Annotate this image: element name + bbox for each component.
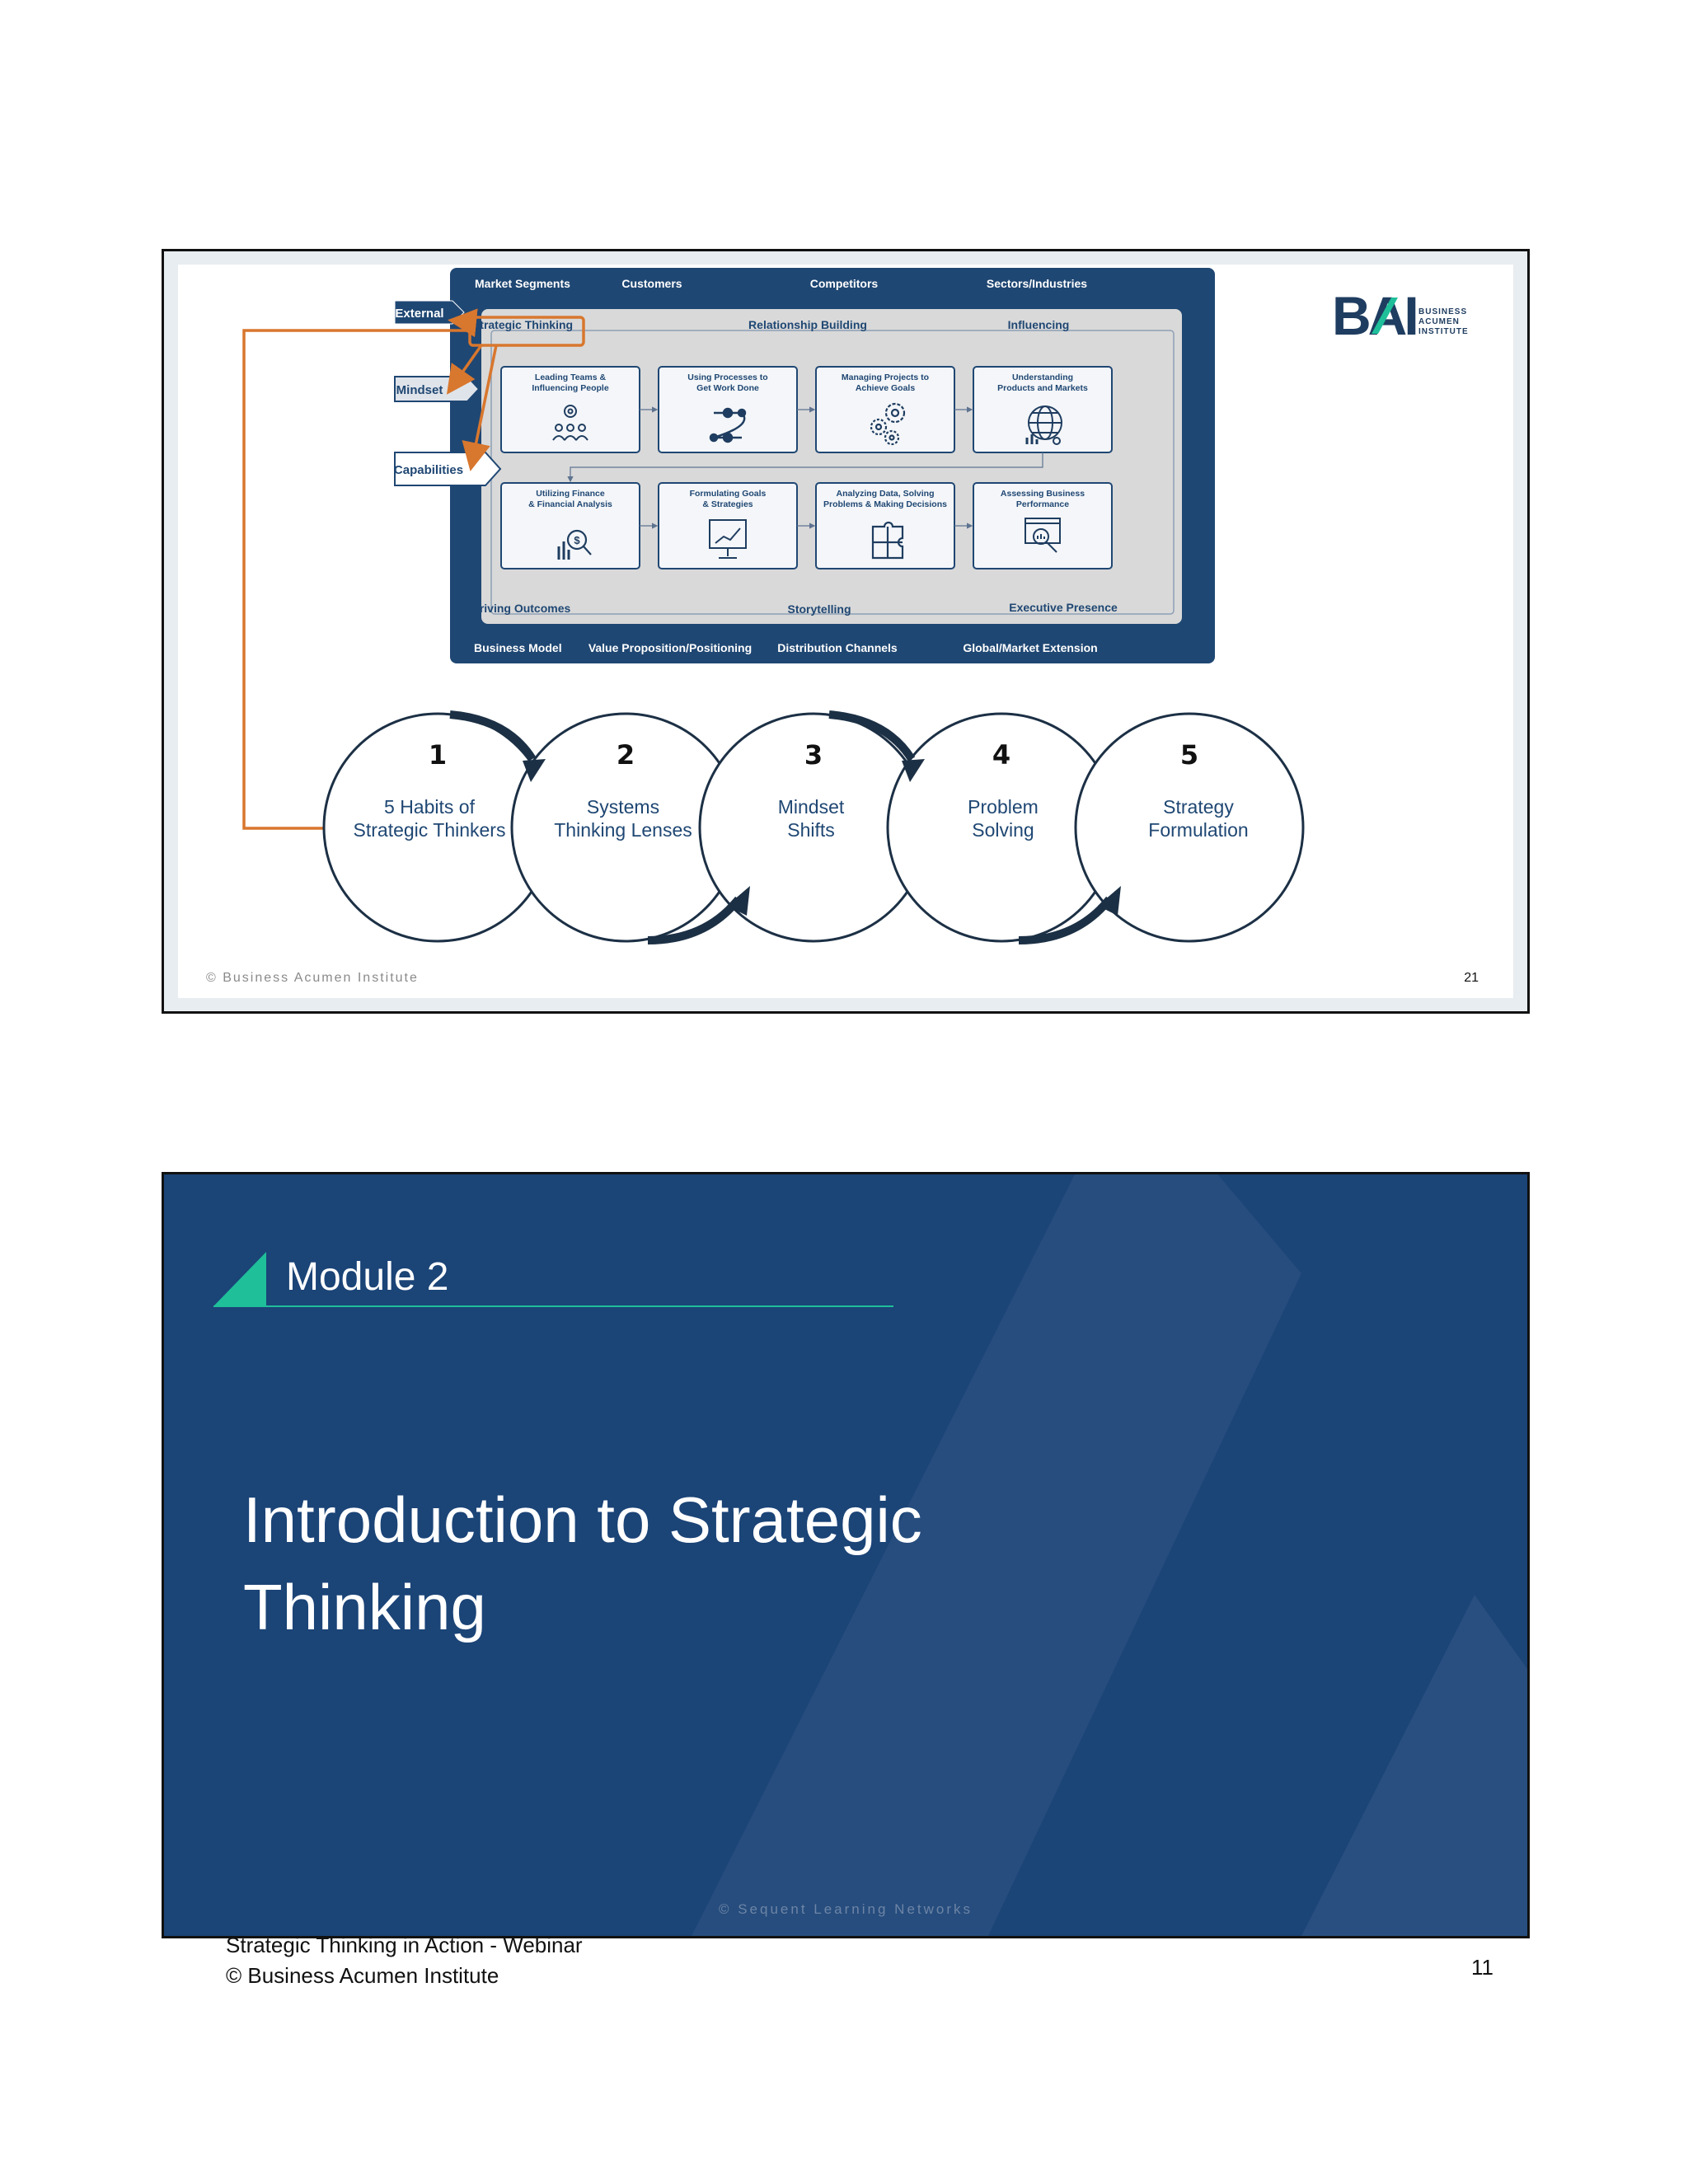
curve-arrow-3 bbox=[828, 710, 916, 762]
external-label-market-segments: Market Segments bbox=[475, 277, 570, 290]
mindset-label-relationship-building: Relationship Building bbox=[748, 318, 867, 331]
step-label-3-line1: Mindset bbox=[778, 796, 845, 818]
module-title-slide: Module 2 Introduction to Strategic Think… bbox=[213, 1174, 1527, 1936]
mindset-panel bbox=[481, 309, 1182, 624]
svg-text:& Strategies: & Strategies bbox=[702, 499, 753, 509]
capability-box-using-processes: Using Processes to Get Work Done bbox=[658, 366, 798, 453]
svg-text:Influencing People: Influencing People bbox=[532, 383, 609, 393]
svg-text:ACUMEN: ACUMEN bbox=[1418, 317, 1460, 326]
globe-market-icon bbox=[1025, 405, 1062, 445]
mindset-label-influencing: Influencing bbox=[1008, 318, 1070, 331]
bai-logo-letters: BAI bbox=[1332, 285, 1416, 346]
external-label-global: Global/Market Extension bbox=[963, 641, 1097, 654]
side-label-capabilities: Capabilities bbox=[394, 452, 502, 486]
external-label-value-proposition: Value Proposition/Positioning bbox=[588, 641, 752, 654]
step-number-5: 5 bbox=[1180, 739, 1198, 771]
svg-text:Problems & Making Decisions: Problems & Making Decisions bbox=[823, 499, 947, 509]
svg-text:Formulating Goals: Formulating Goals bbox=[690, 489, 767, 499]
svg-text:$: $ bbox=[574, 534, 580, 546]
orange-highlight-arrows bbox=[242, 308, 585, 843]
performance-magnifier-icon bbox=[1025, 518, 1061, 553]
mindset-label-executive-presence: Executive Presence bbox=[1009, 601, 1118, 614]
mindset-label-strategic-thinking: Strategic Thinking bbox=[472, 318, 573, 331]
capability-box-formulating-goals: Formulating Goals & Strategies bbox=[658, 482, 798, 569]
step-label-1-line2: Strategic Thinkers bbox=[354, 819, 506, 841]
svg-text:BUSINESS: BUSINESS bbox=[1418, 307, 1467, 316]
mindset-label-storytelling: Storytelling bbox=[787, 602, 851, 616]
curve-arrow-4 bbox=[1018, 896, 1113, 944]
step-number-3: 3 bbox=[804, 739, 823, 771]
svg-text:Capabilities: Capabilities bbox=[394, 463, 463, 477]
svg-text:Understanding: Understanding bbox=[1012, 373, 1073, 382]
capability-box-managing-projects: Managing Projects to Achieve Goals bbox=[815, 366, 955, 453]
side-label-external: External bbox=[394, 300, 465, 325]
step-label-2-line2: Thinking Lenses bbox=[554, 819, 692, 841]
svg-text:Analyzing Data, Solving: Analyzing Data, Solving bbox=[836, 489, 934, 499]
svg-text:Using Processes to: Using Processes to bbox=[687, 373, 767, 382]
slide-watermark: © Sequent Learning Networks bbox=[719, 1901, 973, 1917]
steps-circles bbox=[322, 710, 1305, 944]
capability-box-utilizing-finance: Utilizing Finance & Financial Analysis $ bbox=[500, 482, 640, 569]
decor-chevron-2 bbox=[1301, 1595, 1527, 1936]
curve-arrow-1 bbox=[449, 710, 537, 762]
capability-box-assessing-performance: Assessing Business Performance bbox=[973, 482, 1113, 569]
step-number-2: 2 bbox=[617, 739, 635, 771]
footer-title: Strategic Thinking in Action - Webinar bbox=[226, 1933, 583, 1957]
svg-text:Leading Teams &: Leading Teams & bbox=[535, 373, 607, 382]
capability-box-leading-teams: Leading Teams & Influencing People bbox=[500, 366, 640, 453]
svg-text:Products and Markets: Products and Markets bbox=[997, 383, 1088, 393]
team-gear-icon bbox=[552, 405, 588, 441]
svg-text:Achieve Goals: Achieve Goals bbox=[856, 383, 916, 393]
svg-text:& Financial Analysis: & Financial Analysis bbox=[528, 499, 612, 509]
external-label-distribution: Distribution Channels bbox=[777, 641, 898, 654]
step-label-4-line1: Problem bbox=[968, 796, 1039, 818]
capability-box-analyzing-data: Analyzing Data, Solving Problems & Makin… bbox=[815, 482, 955, 569]
capability-flow-connectors bbox=[567, 406, 1043, 529]
capability-box-understanding-products: Understanding Products and Markets bbox=[973, 366, 1113, 453]
step-label-4-line2: Solving bbox=[972, 819, 1034, 841]
footer-page-number: 11 bbox=[1471, 1955, 1493, 1980]
svg-text:Get Work Done: Get Work Done bbox=[696, 383, 759, 393]
external-label-competitors: Competitors bbox=[810, 277, 879, 290]
slide-title-line1: Introduction to Strategic bbox=[243, 1483, 922, 1556]
slide-page-number: 21 bbox=[1464, 971, 1479, 985]
slide-21: Market Segments Customers Competitors Se… bbox=[162, 249, 1530, 1014]
svg-text:Mindset: Mindset bbox=[396, 383, 443, 397]
side-label-mindset: Mindset bbox=[394, 376, 481, 402]
curve-arrow-2 bbox=[647, 896, 742, 944]
process-flow-icon bbox=[709, 407, 747, 443]
strategic-thinking-framework-diagram: Market Segments Customers Competitors Se… bbox=[206, 268, 1479, 985]
strategy-board-icon bbox=[709, 519, 747, 559]
slide-module-2: Module 2 Introduction to Strategic Think… bbox=[162, 1172, 1530, 1938]
external-label-business-model: Business Model bbox=[474, 641, 562, 654]
slide-21-canvas: Market Segments Customers Competitors Se… bbox=[178, 265, 1513, 998]
step-label-2-line1: Systems bbox=[587, 796, 659, 818]
finance-search-icon: $ bbox=[557, 529, 592, 560]
module-label: Module 2 bbox=[286, 1255, 448, 1299]
svg-text:External: External bbox=[395, 307, 443, 321]
slide-copyright: © Business Acumen Institute bbox=[206, 971, 419, 985]
bai-logo: BAI BUSINESS ACUMEN INSTITUTE bbox=[1332, 285, 1469, 346]
external-label-sectors: Sectors/Industries bbox=[987, 277, 1087, 290]
mindset-label-driving-outcomes: Driving Outcomes bbox=[471, 602, 571, 615]
external-label-customers: Customers bbox=[621, 277, 682, 290]
step-number-4: 4 bbox=[992, 739, 1010, 771]
step-label-5-line2: Formulation bbox=[1148, 819, 1248, 841]
step-label-3-line2: Shifts bbox=[787, 819, 835, 841]
svg-text:Assessing Business: Assessing Business bbox=[1001, 489, 1085, 499]
step-label-5-line1: Strategy bbox=[1163, 796, 1234, 818]
step-number-1: 1 bbox=[429, 739, 447, 771]
footer-copyright: © Business Acumen Institute bbox=[226, 1963, 499, 1988]
slide-title-line2: Thinking bbox=[243, 1571, 486, 1643]
accent-triangle-icon bbox=[213, 1252, 266, 1306]
svg-text:Managing Projects to: Managing Projects to bbox=[842, 373, 929, 382]
svg-text:INSTITUTE: INSTITUTE bbox=[1418, 327, 1469, 336]
step-label-1-line1: 5 Habits of bbox=[384, 796, 476, 818]
decor-chevron-1 bbox=[692, 1174, 1301, 1936]
svg-text:Utilizing Finance: Utilizing Finance bbox=[536, 489, 605, 499]
puzzle-icon bbox=[871, 521, 904, 560]
step-circle-5 bbox=[1074, 712, 1305, 943]
svg-text:Performance: Performance bbox=[1016, 499, 1069, 509]
gears-icon bbox=[870, 402, 906, 446]
